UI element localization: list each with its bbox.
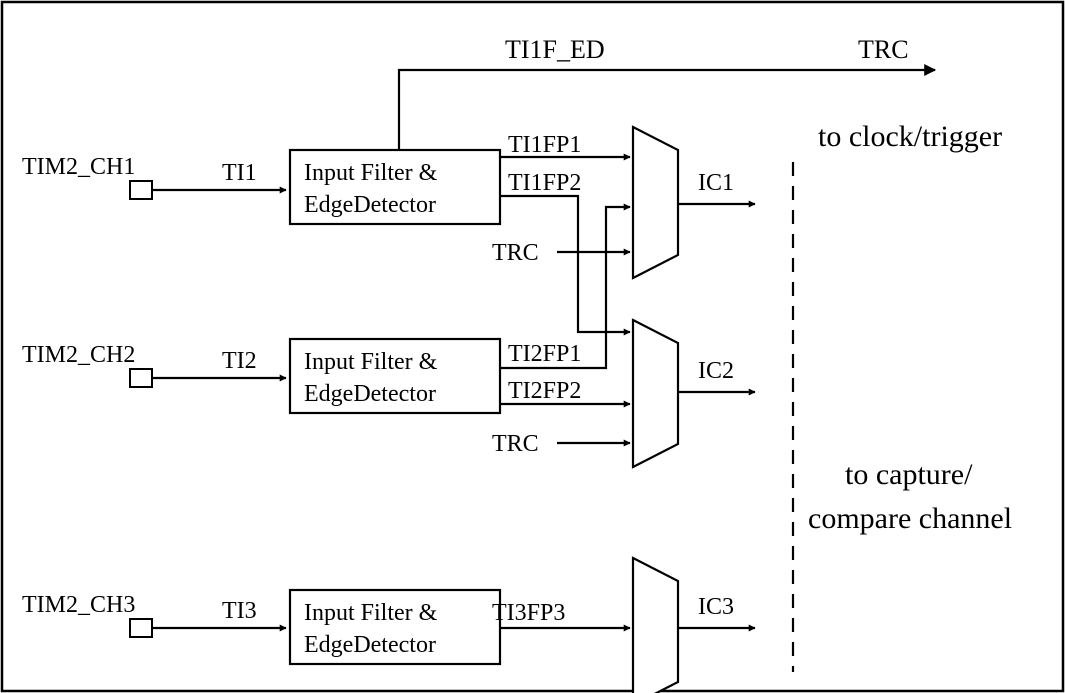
pin-label-ch2: TIM2_CH2 — [22, 342, 135, 368]
clock-trigger-note: to clock/trigger — [818, 120, 1002, 153]
ti2fp2-label: TI2FP2 — [508, 378, 581, 404]
ti2fp1-label: TI2FP1 — [508, 341, 581, 367]
trc-mux1-label: TRC — [492, 240, 539, 266]
ti3-label: TI3 — [222, 598, 257, 624]
filter-block-ch2 — [288, 337, 502, 415]
filter-block-ch3-line1: Input Filter & — [304, 600, 438, 626]
pin-ch2-terminal — [129, 368, 153, 388]
ic1-label: IC1 — [698, 170, 734, 196]
filter-block-ch1-line2: EdgeDetector — [304, 192, 436, 218]
ic2-label: IC2 — [698, 358, 734, 384]
filter-block-ch1 — [288, 148, 502, 226]
filter-block-ch2-line1: Input Filter & — [304, 349, 438, 375]
ti2fp1-wire — [500, 203, 631, 370]
trc-output-label: TRC — [858, 35, 909, 64]
mux-ic3 — [631, 556, 680, 693]
ic3-label: IC3 — [698, 594, 734, 620]
pin-label-ch1: TIM2_CH1 — [22, 154, 135, 180]
mux-ic2 — [631, 318, 680, 469]
ti1f-ed-wire — [397, 64, 937, 175]
ti1-label: TI1 — [222, 160, 257, 186]
mux-ic1 — [631, 125, 680, 280]
filter-block-ch3 — [288, 588, 502, 666]
ti2-label: TI2 — [222, 348, 257, 374]
ti1f-ed-label: TI1F_ED — [505, 35, 605, 64]
pin-ch1-terminal — [129, 180, 153, 200]
pin-label-ch3: TIM2_CH3 — [22, 592, 135, 618]
capture-note-line1: to capture/ — [845, 458, 973, 491]
ti1fp2-wire — [500, 194, 631, 336]
trc-mux2-label: TRC — [492, 431, 539, 457]
ti3fp3-label: TI3FP3 — [492, 600, 565, 626]
pin-ch3-terminal — [129, 618, 153, 638]
filter-block-ch3-line2: EdgeDetector — [304, 632, 436, 658]
filter-block-ch2-line2: EdgeDetector — [304, 381, 436, 407]
ti1fp1-label: TI1FP1 — [508, 132, 581, 158]
ti1fp2-label: TI1FP2 — [508, 170, 581, 196]
capture-note-line2: compare channel — [808, 502, 1012, 535]
filter-block-ch1-line1: Input Filter & — [304, 160, 438, 186]
